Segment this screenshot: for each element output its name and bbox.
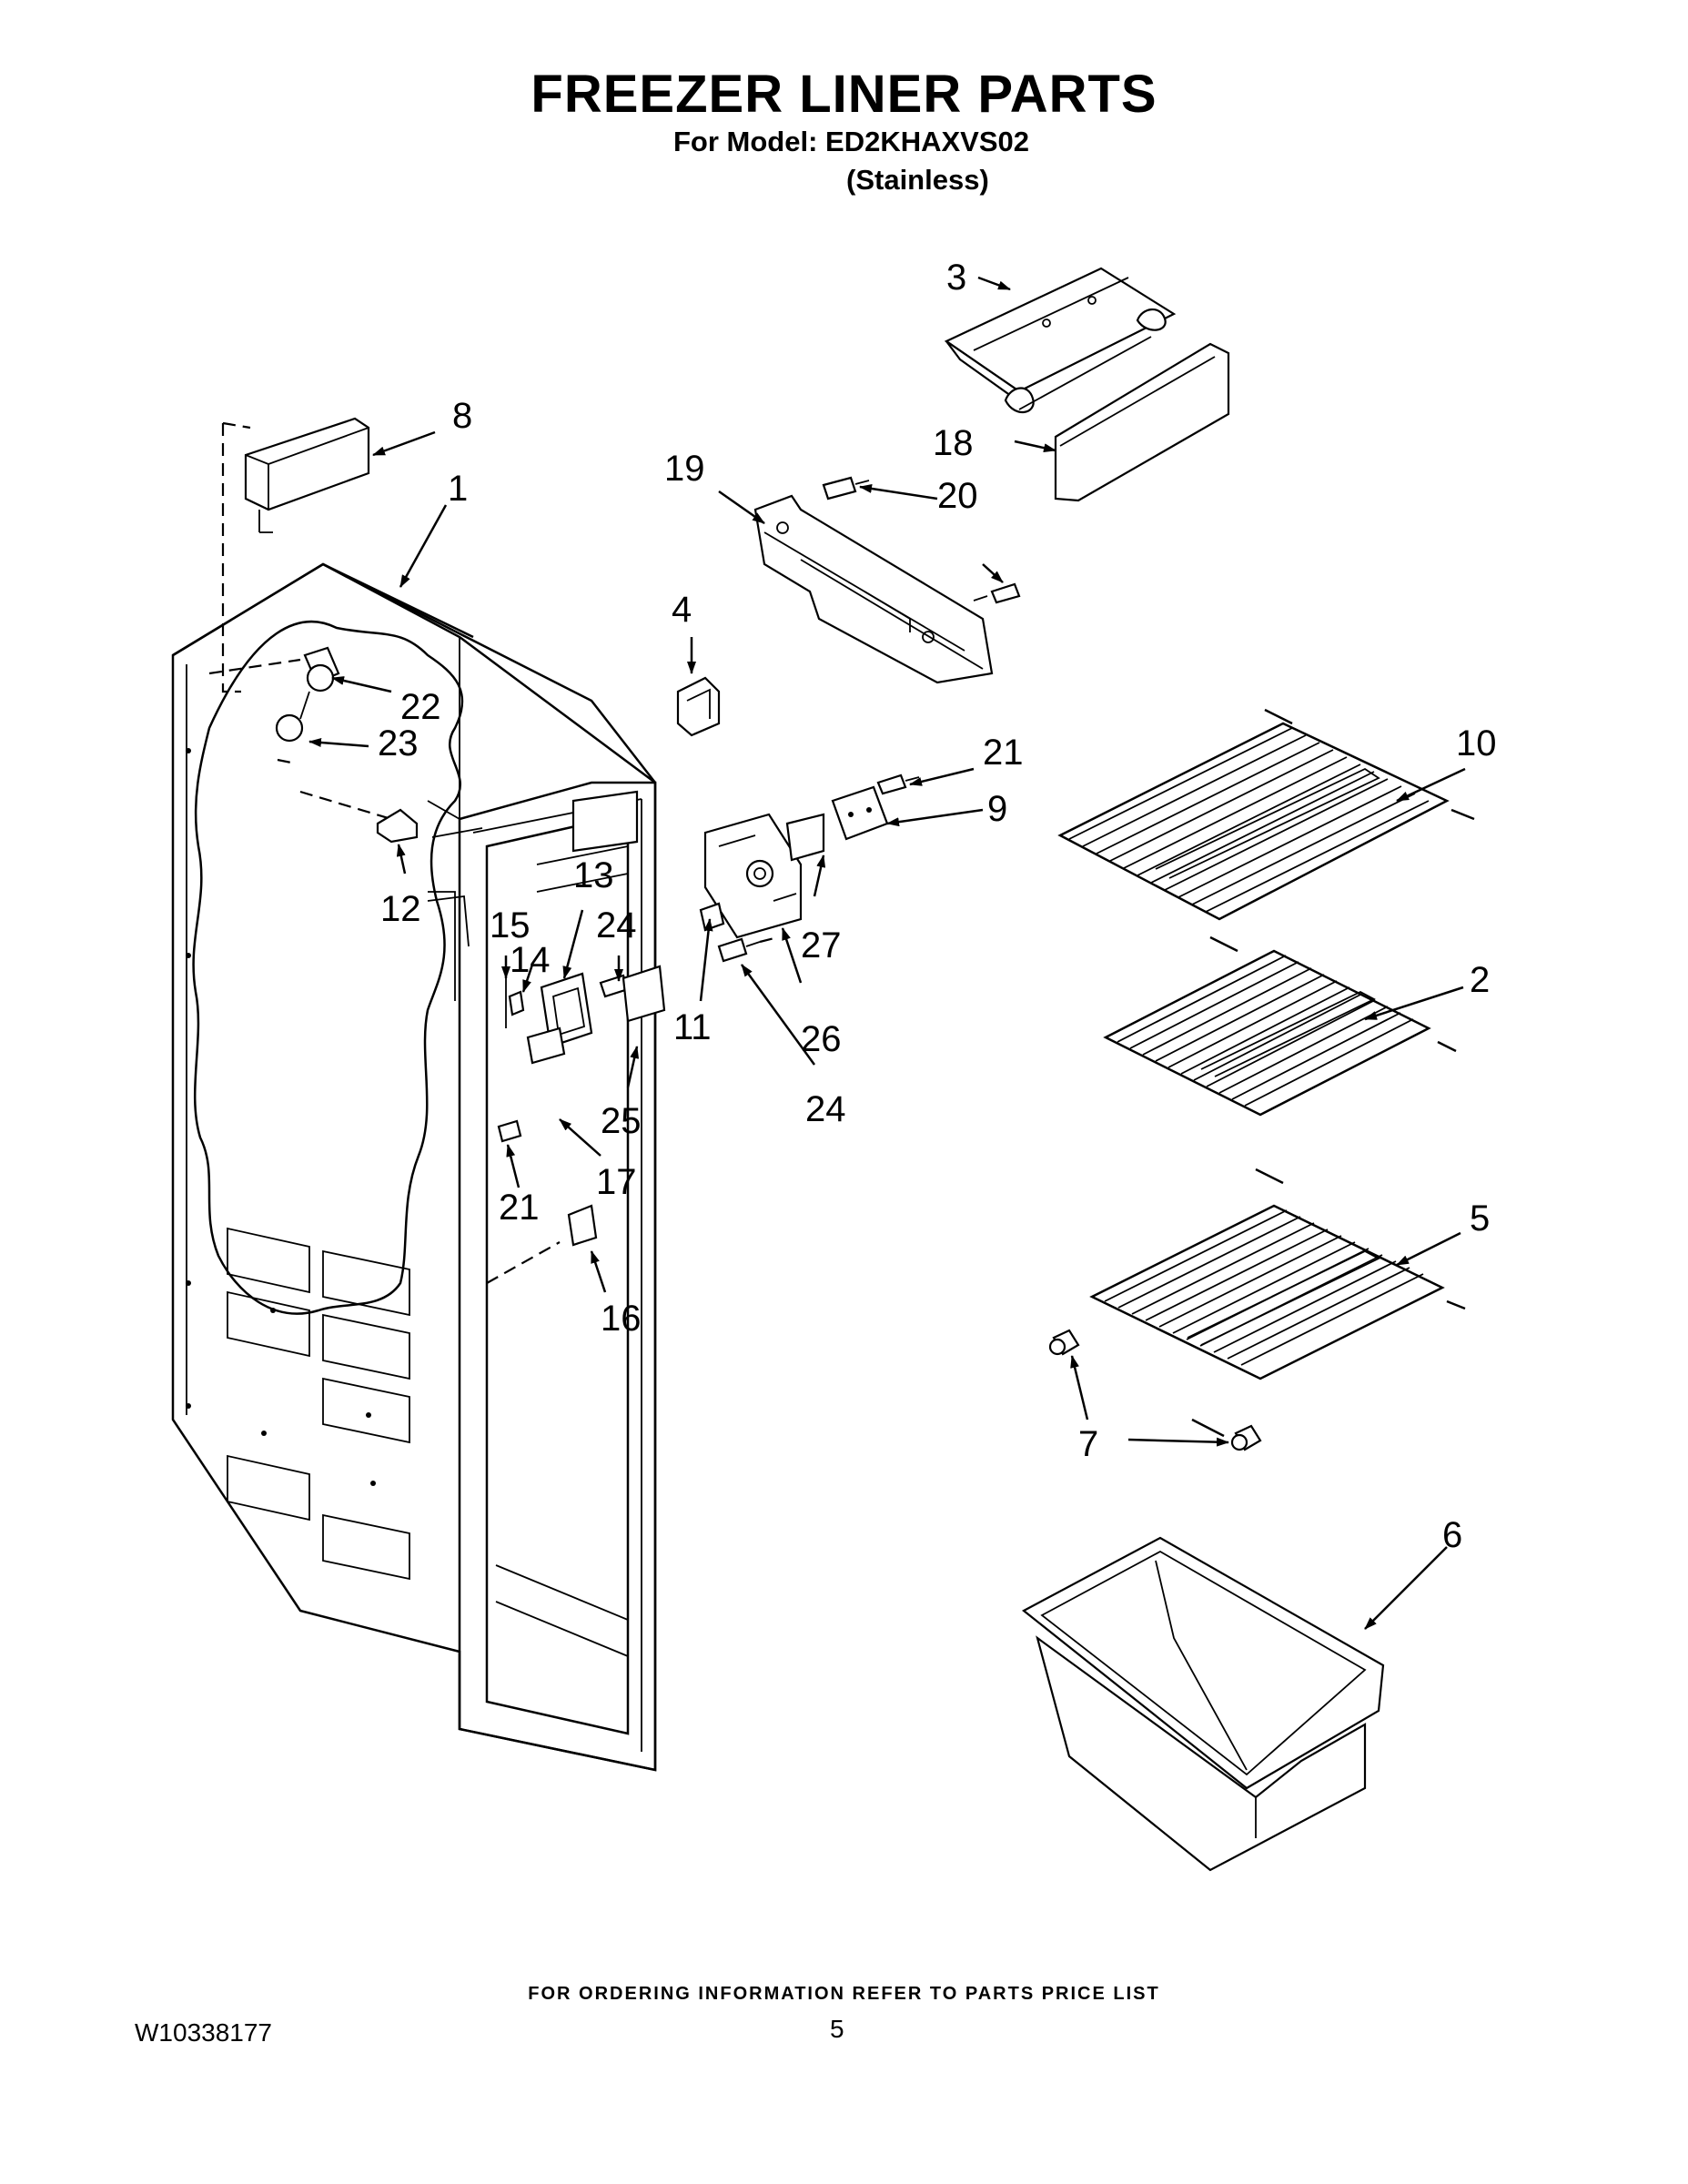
model-line: For Model: ED2KHAXVS02 (673, 126, 1030, 157)
callout-12: 12 (380, 889, 421, 929)
part-4-clip (676, 676, 721, 737)
callout-23: 23 (378, 723, 419, 763)
callout-25: 25 (601, 1101, 642, 1141)
finish-line: (Stainless) (846, 164, 989, 196)
callout-27: 27 (801, 925, 842, 966)
callout-5: 5 (1470, 1198, 1490, 1239)
callout-21-upper: 21 (983, 733, 1024, 773)
callout-19: 19 (664, 449, 705, 489)
part-3-cover (944, 267, 1177, 414)
callout-21-lower: 21 (499, 1188, 540, 1228)
callout-17: 17 (596, 1162, 637, 1202)
callout-3: 3 (946, 258, 966, 298)
part-18-panel (1054, 342, 1230, 502)
part-22-23-light (208, 646, 392, 821)
part-8-bracket (221, 417, 370, 693)
freezer-liner (171, 562, 657, 1772)
callout-13: 13 (573, 855, 614, 895)
callout-9: 9 (987, 789, 1007, 829)
callout-22: 22 (400, 687, 441, 727)
shelf-2 (1103, 949, 1457, 1185)
part-12-clip (376, 808, 419, 844)
callout-20: 20 (937, 476, 978, 516)
callout-16: 16 (601, 1299, 642, 1339)
part-27-housing (703, 813, 825, 939)
callout-6: 6 (1442, 1515, 1462, 1555)
shelf-5 (1089, 1204, 1466, 1438)
callout-2: 2 (1470, 960, 1490, 1000)
part-20-screws (822, 476, 1021, 604)
ordering-note: FOR ORDERING INFORMATION REFER TO PARTS … (528, 1984, 1160, 2004)
shelf-10 (1057, 708, 1475, 953)
document-number: W10338177 (135, 2018, 273, 2047)
callout-10: 10 (1456, 723, 1497, 763)
part-7-caps (1048, 1329, 1262, 1451)
callout-14: 14 (510, 940, 551, 980)
part-19-housing (753, 494, 994, 684)
page-number: 5 (830, 2015, 844, 2043)
callout-24-lower: 24 (805, 1089, 846, 1129)
page-title: FREEZER LINER PARTS (531, 65, 1157, 124)
callout-1: 1 (448, 469, 468, 509)
callout-numbers: 3 8 18 1 19 20 4 22 23 21 10 9 12 13 15 … (378, 258, 1497, 1555)
callout-8: 8 (452, 396, 472, 436)
callout-18: 18 (933, 423, 974, 463)
callout-4: 4 (672, 590, 692, 630)
callout-26: 26 (801, 1019, 842, 1059)
callout-7: 7 (1078, 1424, 1098, 1464)
callout-11: 11 (673, 1007, 712, 1047)
part-9-board (831, 774, 920, 841)
part-6-bin (1022, 1536, 1385, 1872)
leader-arrows (308, 276, 1466, 1630)
callout-15: 15 (490, 905, 531, 945)
callout-24-upper: 24 (596, 905, 637, 945)
